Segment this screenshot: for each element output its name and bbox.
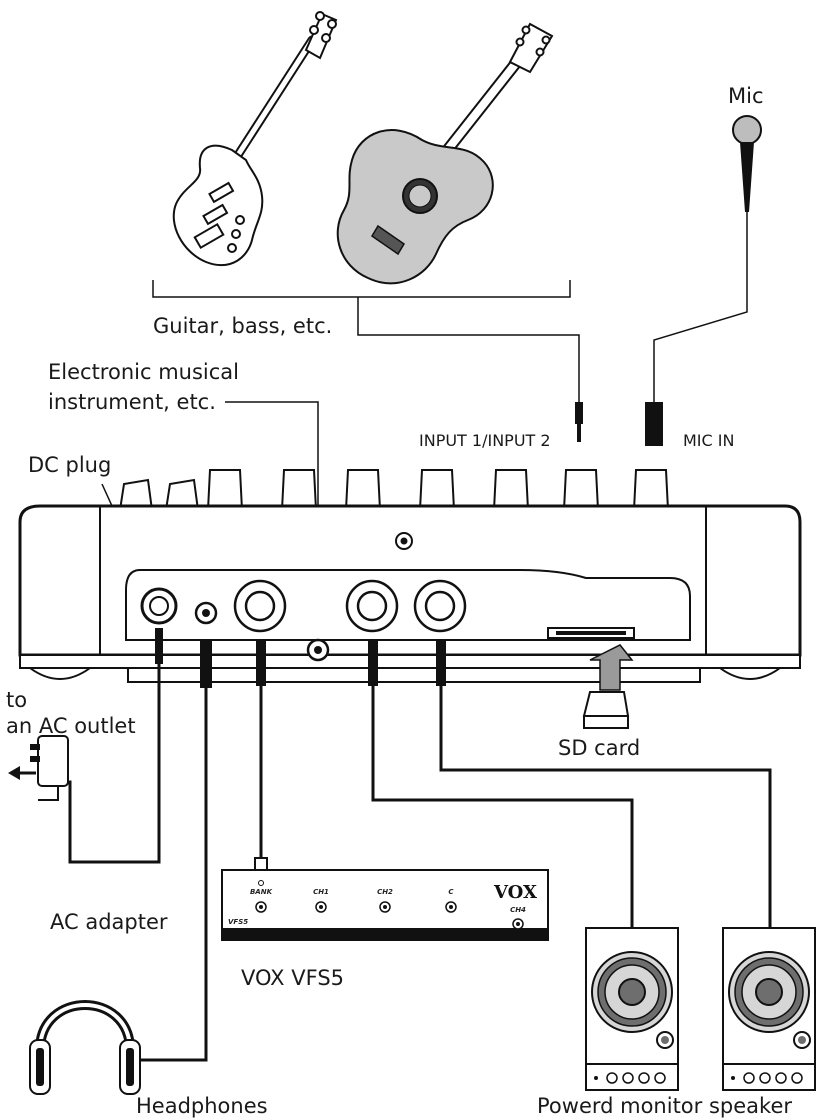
label-headphones: Headphones <box>136 1094 268 1118</box>
label-ac-outlet: an AC outlet <box>6 714 136 738</box>
ac-outlet-arrow-icon <box>8 766 36 780</box>
label-input: INPUT 1/INPUT 2 <box>419 431 551 450</box>
label-guitar-bass: Guitar, bass, etc. <box>153 314 332 338</box>
label-mic-in: MIC IN <box>683 431 734 450</box>
multi-effects-unit <box>18 469 802 683</box>
label-ac-adapter: AC adapter <box>50 910 168 934</box>
label-to: to <box>6 688 27 712</box>
footswitch-model: VFS5 <box>228 918 248 926</box>
label-electronic-line1: Electronic musical <box>48 360 239 384</box>
acoustic-guitar-icon <box>336 22 554 285</box>
footswitch-label-bank: BANK <box>250 888 273 896</box>
sd-card-icon <box>582 691 630 729</box>
label-electronic-line2: instrument, etc. <box>48 390 216 414</box>
label-mic: Mic <box>728 84 764 108</box>
label-monitor-speaker: Powerd monitor speaker <box>537 1094 792 1118</box>
monitor-speaker-right <box>722 927 816 1091</box>
ac-adapter-icon <box>30 735 69 801</box>
footswitch-label-ch4: CH4 <box>510 906 526 914</box>
footswitch-brand: VOX <box>493 882 537 903</box>
label-footswitch: VOX VFS5 <box>241 966 344 990</box>
footswitch-label-ch1: CH1 <box>313 888 329 896</box>
footswitch-label-ch2: CH2 <box>377 888 393 896</box>
footswitch-label-c: C <box>448 888 454 896</box>
headphones-icon <box>29 1000 141 1095</box>
footswitch-buttons <box>255 901 524 930</box>
label-dc-plug: DC plug <box>28 453 111 477</box>
bass-guitar-icon <box>172 11 338 267</box>
monitor-speaker-left <box>585 927 679 1091</box>
footswitch-vfs5: VOX VFS5 BANK CH1 CH2 C CH4 <box>221 869 549 941</box>
label-sd-card: SD card <box>558 736 640 760</box>
microphone-icon <box>732 115 762 212</box>
knob-row <box>118 469 670 511</box>
